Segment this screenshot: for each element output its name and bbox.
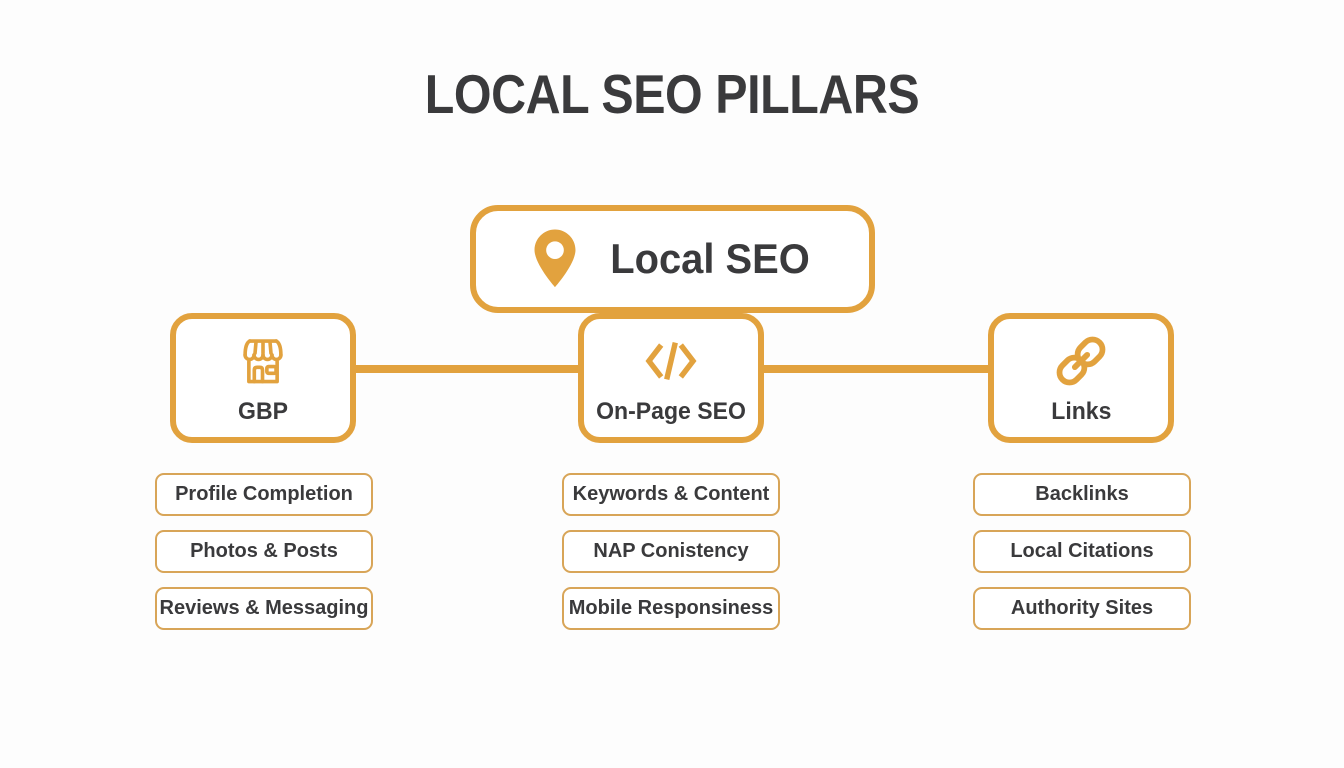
storefront-icon xyxy=(234,319,292,398)
pillar-label-onpage-seo: On-Page SEO xyxy=(596,398,746,425)
pillar-node-links: Links xyxy=(988,313,1174,443)
pillar-label-links: Links xyxy=(1050,398,1112,425)
onpage-seo-items-column: Keywords & Content NAP Conistency Mobile… xyxy=(562,473,780,630)
list-item: Reviews & Messaging xyxy=(155,587,373,630)
pillar-node-onpage-seo: On-Page SEO xyxy=(578,313,764,443)
list-item: Profile Completion xyxy=(155,473,373,516)
list-item: Authority Sites xyxy=(973,587,1191,630)
list-item: Backlinks xyxy=(973,473,1191,516)
pillar-label-gbp: GBP xyxy=(238,398,288,425)
pillar-node-gbp: GBP xyxy=(170,313,356,443)
location-pin-icon xyxy=(529,227,581,291)
page-title: LOCAL SEO PILLARS xyxy=(424,63,920,125)
gbp-items-column: Profile Completion Photos & Posts Review… xyxy=(155,473,373,630)
list-item: Mobile Responsiness xyxy=(562,587,780,630)
root-node-local-seo: Local SEO xyxy=(470,205,875,313)
list-item: Local Citations xyxy=(973,530,1191,573)
list-item: NAP Conistency xyxy=(562,530,780,573)
code-icon xyxy=(641,319,701,398)
root-node-label: Local SEO xyxy=(610,235,811,282)
links-items-column: Backlinks Local Citations Authority Site… xyxy=(973,473,1191,630)
link-icon xyxy=(1051,319,1111,398)
list-item: Photos & Posts xyxy=(155,530,373,573)
list-item: Keywords & Content xyxy=(562,473,780,516)
